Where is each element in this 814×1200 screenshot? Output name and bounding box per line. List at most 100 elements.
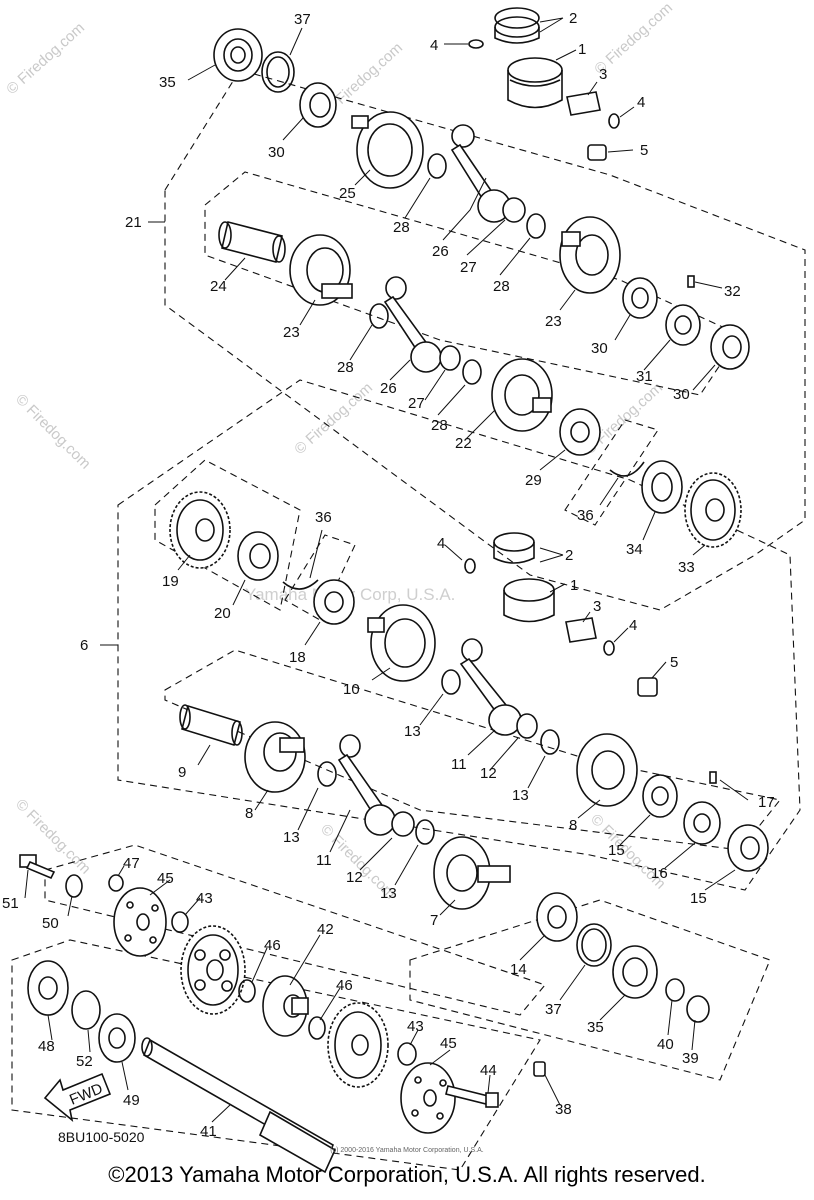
label-part-50: 50 <box>42 915 59 932</box>
label-part-2-mid: 2 <box>565 547 573 564</box>
clip-52 <box>71 990 101 1030</box>
label-part-9: 9 <box>178 764 186 781</box>
bearing-30-mid <box>622 277 658 319</box>
label-part-5-top: 5 <box>640 142 648 159</box>
crank-web-23-a <box>289 234 353 306</box>
needle-bearing-5-mid <box>637 677 658 697</box>
label-part-13-a: 13 <box>404 723 421 740</box>
label-part-29: 29 <box>525 472 542 489</box>
label-part-36-a: 36 <box>577 507 594 524</box>
bearing-27-b <box>439 345 461 371</box>
o-ring-46-a <box>238 979 256 1003</box>
collar-49 <box>98 1013 136 1063</box>
label-part-4-mid-a: 4 <box>437 535 445 552</box>
label-part-15-a: 15 <box>608 842 625 859</box>
label-part-1-top: 1 <box>578 41 586 58</box>
label-part-13-d: 13 <box>380 885 397 902</box>
crankshaft-inner-outline <box>204 171 741 396</box>
bearing-18 <box>313 579 355 625</box>
label-part-22: 22 <box>455 435 472 452</box>
bolt-44 <box>445 1085 499 1108</box>
label-part-8-a: 8 <box>245 805 253 822</box>
label-part-20: 20 <box>214 605 231 622</box>
label-part-34: 34 <box>626 541 643 558</box>
key-38 <box>533 1061 546 1077</box>
fwd-label: FWD <box>67 1080 105 1109</box>
clip-4-top-b <box>608 113 620 129</box>
copyright-notice: ©2013 Yamaha Motor Corporation, U.S.A. A… <box>108 1162 706 1187</box>
clip-4-top-a <box>468 39 484 49</box>
leader-lines <box>24 17 749 1123</box>
bush-43-b <box>397 1042 417 1066</box>
label-part-16: 16 <box>651 865 668 882</box>
crank-web-7 <box>433 836 511 910</box>
fwd-arrow-icon: FWD <box>43 1072 112 1123</box>
label-part-11-b: 11 <box>316 852 332 869</box>
bearing-29 <box>559 408 601 456</box>
label-part-1-mid: 1 <box>570 577 578 594</box>
label-part-13-c: 13 <box>283 829 300 846</box>
label-part-40: 40 <box>657 1036 674 1053</box>
gear-group-19-outline <box>154 459 301 611</box>
balancer-parts: FWD <box>19 854 546 1174</box>
label-part-37-top: 37 <box>294 11 311 28</box>
label-part-41: 41 <box>200 1123 217 1140</box>
bearing-12-b <box>391 811 415 837</box>
seal-37-b <box>576 923 612 967</box>
washer-28-c <box>369 303 389 329</box>
label-part-35-b: 35 <box>587 1019 604 1036</box>
label-part-21: 21 <box>125 214 142 231</box>
crank-web-22 <box>491 358 553 432</box>
label-part-52: 52 <box>76 1053 93 1070</box>
bearing-15-a <box>642 774 678 818</box>
crank-web-8-b <box>576 733 638 807</box>
label-part-24: 24 <box>210 278 227 295</box>
diagram-code: 8BU100-5020 <box>58 1129 145 1145</box>
label-part-28-d: 28 <box>431 417 448 434</box>
bearing-15-b <box>727 824 769 872</box>
plate-45-b <box>400 1062 456 1134</box>
label-part-45-b: 45 <box>440 1035 457 1052</box>
washer-13-d <box>415 819 435 845</box>
conrod-26-b <box>383 276 442 373</box>
crankshaft-6-parts <box>169 491 769 1023</box>
label-part-11-a: 11 <box>451 756 467 773</box>
label-part-17: 17 <box>758 794 775 811</box>
washer-40 <box>665 978 685 1002</box>
bearing-group-36-outline <box>564 419 659 526</box>
label-part-51: 51 <box>2 895 19 912</box>
bush-43-a <box>171 911 189 933</box>
label-part-38: 38 <box>555 1101 572 1118</box>
label-part-10: 10 <box>343 681 360 698</box>
label-part-19: 19 <box>162 573 179 590</box>
crank-web-23-b <box>559 216 621 294</box>
bolt-51 <box>19 854 56 880</box>
washer-28-d <box>462 359 482 385</box>
label-part-6: 6 <box>80 637 88 654</box>
washer-50 <box>65 874 83 898</box>
pin-17 <box>709 771 717 784</box>
label-part-28-a: 28 <box>393 219 410 236</box>
piston-pin-3-top <box>566 91 601 116</box>
label-part-26-a: 26 <box>432 243 449 260</box>
label-part-12-b: 12 <box>346 869 363 886</box>
crank-web-8-a <box>244 721 306 793</box>
bearing-clip-36-a <box>609 461 645 477</box>
label-part-36-b: 36 <box>315 509 332 526</box>
label-part-42: 42 <box>317 921 334 938</box>
seal-37 <box>261 51 295 93</box>
balancer-shaft-41 <box>141 1037 337 1174</box>
label-part-30-top: 30 <box>268 144 285 161</box>
hub-42 <box>262 975 309 1037</box>
bearing-clip-36-b <box>282 579 319 590</box>
bearing-30-right <box>710 324 750 370</box>
label-part-15-b: 15 <box>690 890 707 907</box>
bearing-12-a <box>516 713 538 739</box>
crankshaft-assembly-6-outline <box>117 379 801 891</box>
watermark-mid-center: © Firedog.com <box>291 379 376 458</box>
label-part-25: 25 <box>339 185 356 202</box>
label-part-4-top-a: 4 <box>430 37 438 54</box>
label-part-43-a: 43 <box>196 890 213 907</box>
label-part-49: 49 <box>123 1092 140 1109</box>
